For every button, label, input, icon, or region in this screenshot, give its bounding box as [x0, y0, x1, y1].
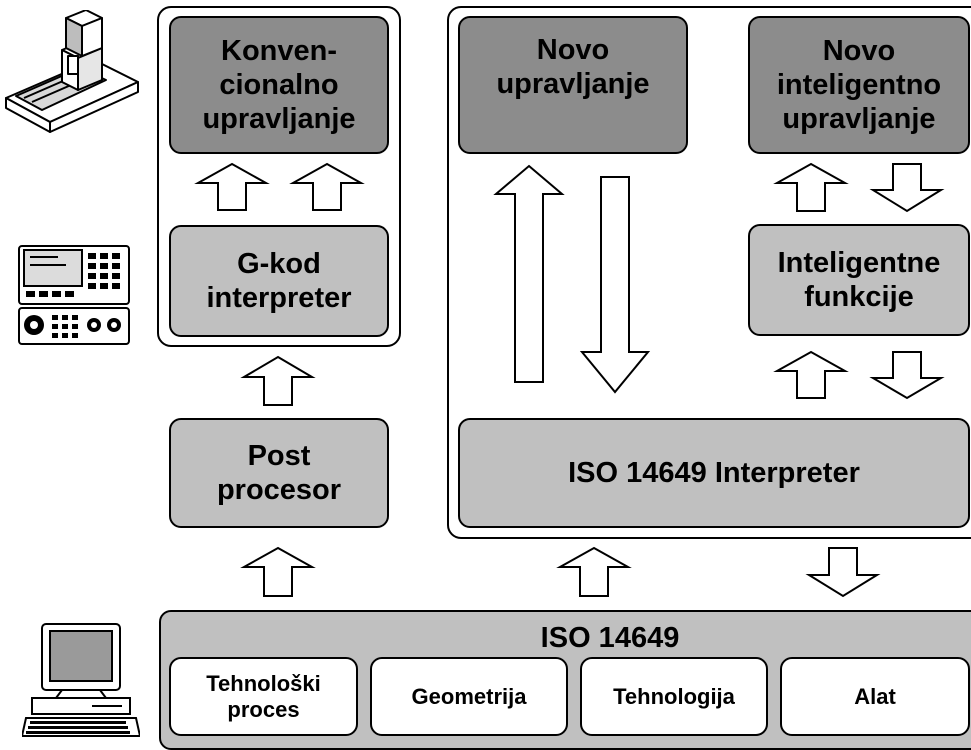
- post-processor-box: Post procesor: [169, 418, 389, 528]
- tool-box: Alat: [780, 657, 970, 736]
- arrow-down-icon: [869, 163, 945, 213]
- computer-workstation-icon: [22, 623, 140, 737]
- new-control-box: Novo upravljanje: [458, 16, 688, 154]
- gcode-interpreter-box: G-kod interpreter: [169, 225, 389, 337]
- arrow-up-icon: [240, 355, 316, 406]
- arrow-down-icon: [805, 547, 881, 598]
- arrow-up-icon: [289, 162, 365, 211]
- arrow-down-icon: [869, 351, 945, 400]
- arrow-up-icon: [240, 546, 316, 597]
- arrow-down-long-icon: [579, 176, 651, 394]
- arrow-up-long-icon: [493, 164, 565, 383]
- technology-label: Tehnologija: [613, 683, 735, 709]
- arrow-up-icon: [194, 162, 270, 211]
- tool-label: Alat: [854, 683, 896, 709]
- gcode-interpreter-label: G-kod interpreter: [206, 247, 352, 314]
- post-processor-label: Post procesor: [216, 439, 342, 506]
- milling-machine-icon: [5, 10, 139, 133]
- new-control-label: Novo upravljanje: [496, 33, 650, 100]
- arrow-up-icon: [556, 546, 632, 597]
- technology-box: Tehnologija: [580, 657, 768, 736]
- geometry-box: Geometrija: [370, 657, 568, 736]
- technological-process-box: Tehnološki proces: [169, 657, 358, 736]
- intelligent-functions-label: Inteligentne funkcije: [777, 246, 941, 313]
- arrow-up-icon: [773, 162, 849, 212]
- intelligent-functions-box: Inteligentne funkcije: [748, 224, 970, 336]
- geometry-label: Geometrija: [411, 683, 527, 709]
- iso-interpreter-box: ISO 14649 Interpreter: [458, 418, 970, 528]
- conventional-control-label: Konven- cionalno upravljanje: [202, 34, 356, 136]
- new-intelligent-control-box: Novo inteligentno upravljanje: [748, 16, 970, 154]
- new-intelligent-control-label: Novo inteligentno upravljanje: [776, 34, 942, 136]
- arrow-up-icon: [773, 350, 849, 399]
- iso-interpreter-label: ISO 14649 Interpreter: [568, 456, 860, 489]
- technological-process-label: Tehnološki proces: [206, 670, 321, 722]
- cnc-controller-icon: [18, 245, 130, 345]
- iso-standard-title: ISO 14649: [540, 622, 680, 654]
- conventional-control-box: Konven- cionalno upravljanje: [169, 16, 389, 154]
